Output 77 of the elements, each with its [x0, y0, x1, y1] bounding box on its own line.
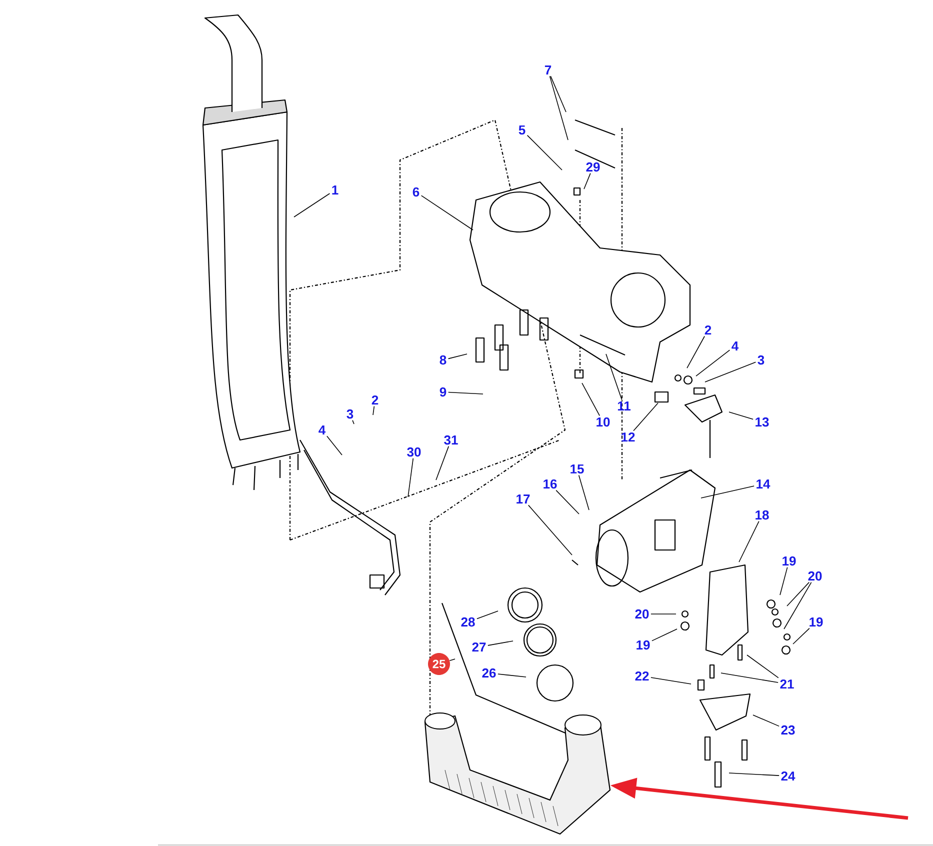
callout-number: 20	[635, 609, 649, 619]
leader-line	[549, 76, 568, 140]
callout-number: 2	[704, 325, 712, 335]
leader-line	[704, 362, 756, 382]
leader-line	[784, 582, 812, 630]
callout-number: 6	[412, 187, 420, 197]
leader-line	[582, 382, 600, 416]
callout-number: 3	[758, 355, 764, 365]
callout-number: 30	[407, 447, 421, 457]
callout-number: 13	[756, 417, 769, 427]
leader-line	[606, 354, 622, 400]
leader-line	[738, 520, 760, 562]
leader-line	[584, 172, 591, 190]
leader-line	[372, 406, 375, 416]
leader-line	[786, 582, 810, 606]
callout-number: 15	[570, 464, 584, 474]
leader-line	[326, 436, 342, 456]
callout-number: 5	[518, 125, 526, 135]
callout-number: 19	[810, 617, 823, 627]
leader-line	[488, 640, 514, 646]
callout-number: 24	[781, 771, 796, 781]
leader-line	[728, 772, 780, 776]
leader-line	[436, 446, 450, 480]
leader-line	[528, 504, 572, 556]
leader-line	[720, 672, 778, 683]
callout-number: 26	[482, 668, 496, 678]
leader-line	[752, 714, 780, 727]
callout-number: 2	[372, 395, 378, 405]
leader-line	[476, 610, 498, 620]
callout-number: 10	[596, 417, 610, 427]
callout-number: 17	[516, 494, 530, 504]
leader-line	[633, 402, 658, 432]
leader-line	[792, 628, 810, 644]
leader-line	[352, 420, 354, 424]
callout-number: 3	[346, 409, 354, 419]
leader-line	[556, 490, 580, 514]
callout-number: 18	[756, 510, 769, 520]
callout-number: 1	[332, 186, 338, 194]
leader-line	[550, 76, 566, 112]
callout-number: 19	[636, 640, 650, 650]
leader-line	[526, 134, 562, 170]
callout-number: 8	[440, 355, 446, 365]
leader-line	[420, 195, 474, 230]
callout-badge: 25	[428, 653, 450, 675]
leader-line	[696, 350, 730, 376]
leader-line	[728, 412, 754, 420]
callout-number: 4	[318, 426, 326, 434]
callout-number: 12	[622, 432, 635, 442]
leader-line	[294, 193, 330, 218]
leader-line	[408, 458, 414, 498]
leader-line	[449, 658, 456, 662]
leader-line	[448, 392, 484, 394]
leader-line	[448, 354, 468, 360]
callout-number: 31	[444, 435, 458, 445]
leader-line	[746, 654, 779, 678]
leader-line	[498, 674, 526, 678]
callout-number: 4	[732, 342, 739, 350]
leader-line	[700, 486, 754, 498]
callout-number: 11	[618, 402, 631, 410]
callout-number: 9	[440, 387, 446, 397]
callout-number: 28	[461, 617, 475, 627]
callout-number: 23	[781, 725, 795, 735]
callout-number: 21	[780, 679, 794, 689]
callout-number: 20	[808, 571, 822, 581]
callout-number: 29	[586, 162, 600, 172]
leader-line	[652, 628, 678, 642]
callout-number: 16	[544, 479, 557, 489]
leader-line	[650, 677, 692, 684]
leader-line	[578, 474, 590, 510]
leader-line	[686, 336, 705, 368]
callout-number: 7	[544, 66, 552, 74]
callout-number: 22	[635, 671, 649, 681]
callout-number: 14	[756, 480, 770, 488]
callout-number: 19	[782, 556, 796, 566]
callout-number: 27	[472, 642, 486, 652]
leader-line	[780, 566, 788, 596]
hose-drawing	[424, 712, 611, 835]
